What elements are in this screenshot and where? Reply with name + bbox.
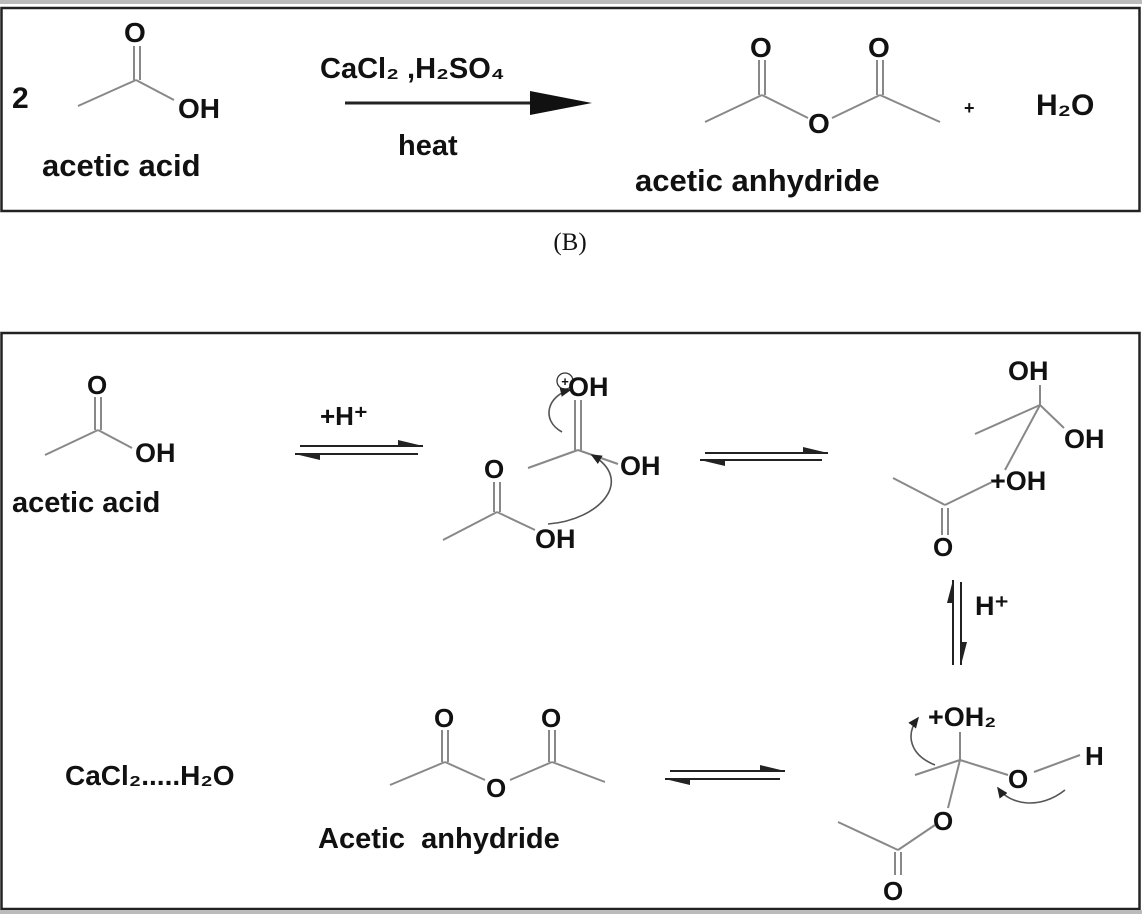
- coefficient-label: 2: [12, 82, 29, 115]
- acid-carbonyl-oxygen: O: [87, 370, 107, 400]
- panel-caption: (B): [553, 229, 586, 256]
- intermediate-carbonyl-oxygen: O: [933, 532, 953, 562]
- water-label: H₂O: [1036, 89, 1094, 122]
- reactant-name: acetic acid: [42, 148, 201, 183]
- acid-name: acetic acid: [12, 487, 160, 519]
- second-acid-oxygen: O: [484, 454, 504, 484]
- curved-attack-arrow: [547, 454, 613, 525]
- equilibrium-arrows-2: [700, 447, 828, 466]
- intermediate-structure: [892, 385, 1065, 535]
- intermediate-oxonium: +OH: [990, 466, 1046, 496]
- mechanism-frame: [0, 331, 1141, 911]
- anhydride-bridge-oxygen: O: [486, 773, 506, 803]
- protonated-oh-right: OH: [620, 451, 661, 481]
- tetrahedral-bridge-oxygen: O: [933, 806, 953, 836]
- protonation-reagent: +H⁺: [320, 401, 368, 431]
- equilibrium-arrows-3: [665, 765, 785, 785]
- acid-carbonyl-oxygen: O: [124, 17, 146, 48]
- anhydride-oxygen-2: O: [541, 703, 561, 733]
- mechanism-anhydride-structure: [389, 730, 606, 786]
- curved-leaving-arrow: [908, 716, 936, 766]
- calcium-chloride-water-complex: CaCl₂.....H₂O: [65, 760, 235, 791]
- protonated-acid-structure: [527, 400, 619, 469]
- second-acid-structure: [442, 482, 536, 541]
- tetrahedral-oxygen: O: [1008, 764, 1028, 794]
- deprotonation-reagent: H⁺: [975, 591, 1009, 621]
- bottom-edge: [0, 910, 1142, 914]
- intermediate-oh-top: OH: [1008, 356, 1049, 386]
- acetic-anhydride-structure: [704, 60, 941, 123]
- anhydride-name: Acetic anhydride: [318, 823, 560, 855]
- acid-hydroxyl-label: OH: [178, 93, 220, 124]
- positive-charge-symbol: +: [561, 374, 569, 389]
- reagents-label: CaCl₂ ,H₂SO₄: [320, 53, 505, 85]
- curved-electron-arrow: [548, 387, 572, 433]
- tetrahedral-oh2: +OH₂: [928, 702, 996, 732]
- top-edge: [0, 0, 1142, 4]
- curved-deprotonation-arrow: [997, 786, 1066, 804]
- anhydride-oxygen-1: O: [750, 32, 772, 63]
- product-name: acetic anhydride: [635, 163, 880, 198]
- reaction-arrowhead-icon: [530, 91, 592, 115]
- intermediate-oh-right: OH: [1064, 424, 1105, 454]
- mechanism-acetic-acid-structure: [44, 397, 133, 456]
- anhydride-bridge-oxygen: O: [808, 108, 830, 139]
- acetic-acid-structure: [77, 46, 175, 107]
- condition-label: heat: [398, 130, 458, 162]
- tetrahedral-carbonyl-oxygen: O: [883, 876, 903, 906]
- equilibrium-arrows-vertical: [947, 580, 967, 665]
- tetrahedral-hydrogen: H: [1085, 741, 1104, 771]
- anhydride-oxygen-2: O: [868, 32, 890, 63]
- protonated-oh-top: OH: [568, 372, 609, 402]
- equilibrium-arrows-1: [295, 440, 423, 460]
- anhydride-oxygen-1: O: [434, 703, 454, 733]
- plus-sign: +: [964, 98, 975, 118]
- overall-reaction-frame: [0, 6, 1141, 213]
- tetrahedral-structure: [837, 732, 1081, 875]
- second-acid-hydroxyl: OH: [535, 524, 576, 554]
- acid-hydroxyl-label: OH: [135, 438, 176, 468]
